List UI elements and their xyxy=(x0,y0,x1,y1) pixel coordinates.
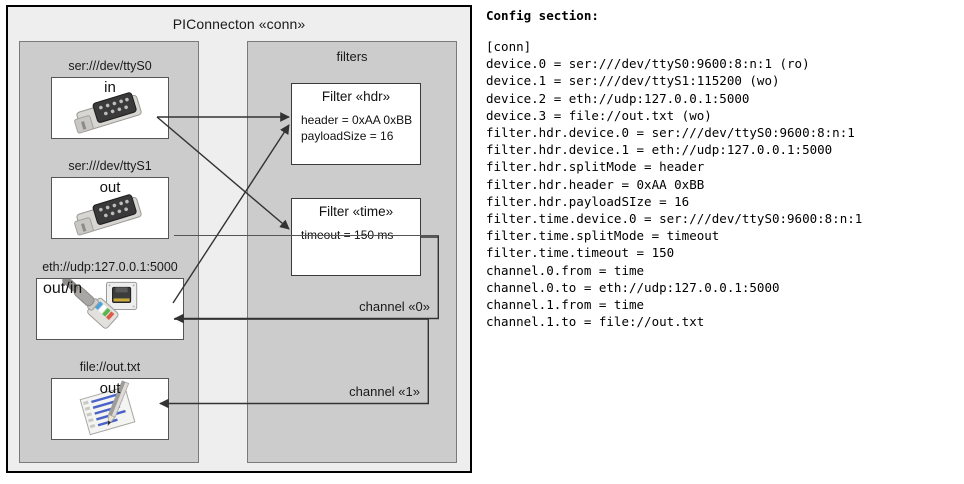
config-heading: Config section: xyxy=(486,8,599,23)
page-title: PIConnecton «conn» xyxy=(172,16,306,32)
channel-region-1[interactable]: channel «1» xyxy=(174,319,429,404)
filter-props-hdr: header = 0xAA 0xBB payloadSize = 16 xyxy=(301,112,412,144)
text-file-pencil-icon xyxy=(79,380,136,436)
device-direction-eth: out/in xyxy=(43,280,83,297)
serial-dsub-connector-icon xyxy=(74,194,142,236)
ethernet-rj45-icon xyxy=(62,279,138,329)
device-label-ttys0: ser:///dev/ttyS0 xyxy=(68,59,152,73)
device-direction-ttys1: out xyxy=(99,179,121,196)
filter-title-time: Filter «time» xyxy=(318,204,394,219)
filter-node-hdr[interactable]: Filter «hdr» header = 0xAA 0xBB payloadS… xyxy=(291,83,421,165)
config-panel: Config section: [conn] device.0 = ser://… xyxy=(482,0,964,484)
channel-region-0[interactable]: channel «0» xyxy=(174,235,439,319)
device-box-ttys0[interactable]: in xyxy=(51,77,169,139)
channel-label-0: channel «0» xyxy=(359,299,430,314)
serial-dsub-connector-icon xyxy=(74,92,142,134)
channel-label-1: channel «1» xyxy=(349,384,420,399)
filter-title-hdr: Filter «hdr» xyxy=(321,89,391,104)
filter-prop: header = 0xAA 0xBB xyxy=(301,113,413,127)
filter-node-time[interactable]: Filter «time» timeout = 150 ms xyxy=(291,198,421,276)
device-node-file[interactable]: file://out.txt out xyxy=(51,360,169,442)
device-node-ttys1[interactable]: ser:///dev/ttyS1 out xyxy=(51,159,169,241)
device-box-ttys1[interactable]: out xyxy=(51,177,169,239)
device-label-file: file://out.txt xyxy=(79,360,141,374)
device-label-eth: eth://udp:127.0.0.1:5000 xyxy=(42,260,178,274)
devices-group: ser:///dev/ttyS0 in xyxy=(19,41,199,463)
device-direction-file: out xyxy=(99,380,121,397)
device-label-ttys1: ser:///dev/ttyS1 xyxy=(68,159,152,173)
diagram-panel: PIConnecton «conn» ser:///dev/ttyS0 in xyxy=(6,5,472,473)
device-box-file[interactable]: out xyxy=(51,378,169,440)
filters-group-title: filters xyxy=(336,49,368,64)
device-direction-ttys0: in xyxy=(104,79,116,96)
device-box-eth[interactable]: out/in xyxy=(36,278,184,340)
config-text-block: [conn] device.0 = ser:///dev/ttyS0:9600:… xyxy=(486,39,863,330)
device-node-ttys0[interactable]: ser:///dev/ttyS0 in xyxy=(51,59,169,141)
device-node-eth[interactable]: eth://udp:127.0.0.1:5000 out/in xyxy=(36,260,184,342)
filter-prop: payloadSize = 16 xyxy=(301,129,394,143)
